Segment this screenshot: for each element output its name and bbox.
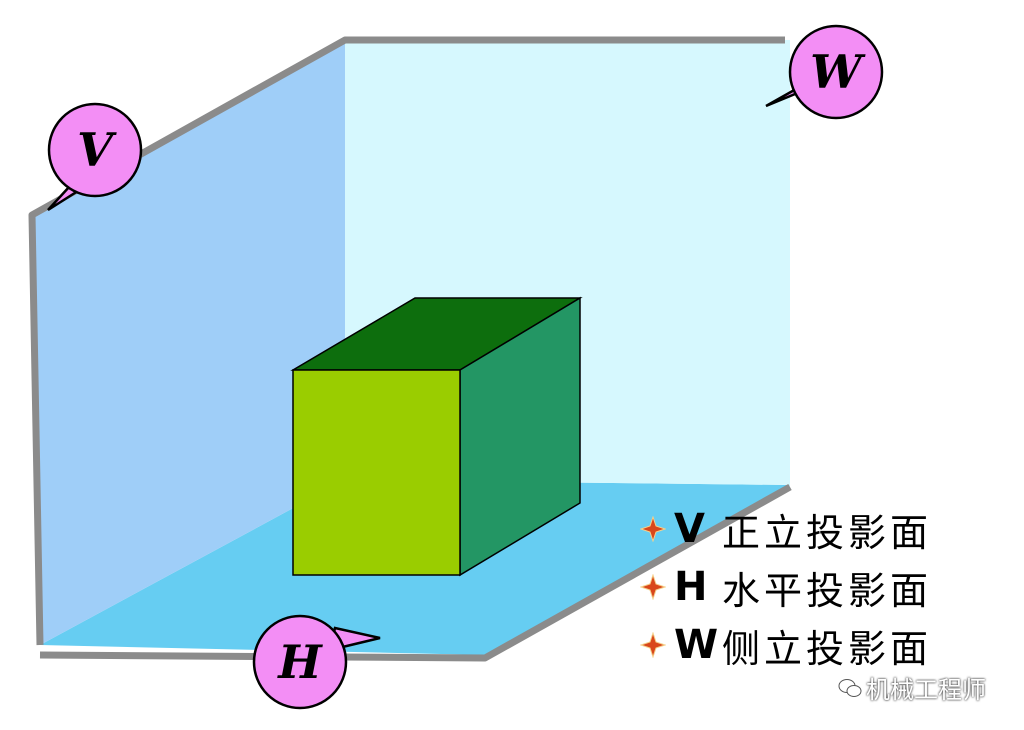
cube: [290, 296, 583, 577]
legend-key: W: [674, 622, 719, 668]
cube-front-face: [292, 369, 461, 576]
star-bullet-icon: [640, 632, 666, 658]
h-bubble-letter: H: [276, 635, 323, 689]
star-bullet-icon: [640, 574, 666, 600]
wechat-icon: [838, 678, 862, 697]
w-bubble: W: [765, 24, 884, 120]
legend-item: V 正立投影面: [640, 500, 932, 558]
legend-item: W 侧立投影面: [640, 616, 932, 674]
watermark: 机械工程师: [838, 670, 986, 705]
legend-item: H 水平投影面: [640, 558, 932, 616]
v-plane-edge: [28, 36, 785, 646]
legend-label: 侧立投影面: [722, 626, 933, 671]
legend-key: H: [674, 564, 708, 610]
star-bullet-icon: [640, 516, 666, 542]
legend-label: 正立投影面: [722, 510, 933, 555]
w-bubble-letter: W: [810, 45, 866, 99]
plane-legend: V 正立投影面 H 水平投影面 W 侧立投影面: [640, 500, 932, 674]
h-plane-edge: [39, 483, 792, 662]
h-bubble: H: [252, 614, 381, 710]
legend-label: 水平投影面: [722, 568, 933, 613]
plane-edges: [28, 36, 792, 662]
watermark-text: 机械工程师: [866, 676, 986, 704]
v-bubble-letter: V: [77, 123, 117, 177]
v-bubble: V: [47, 102, 143, 212]
legend-key: V: [674, 506, 705, 552]
